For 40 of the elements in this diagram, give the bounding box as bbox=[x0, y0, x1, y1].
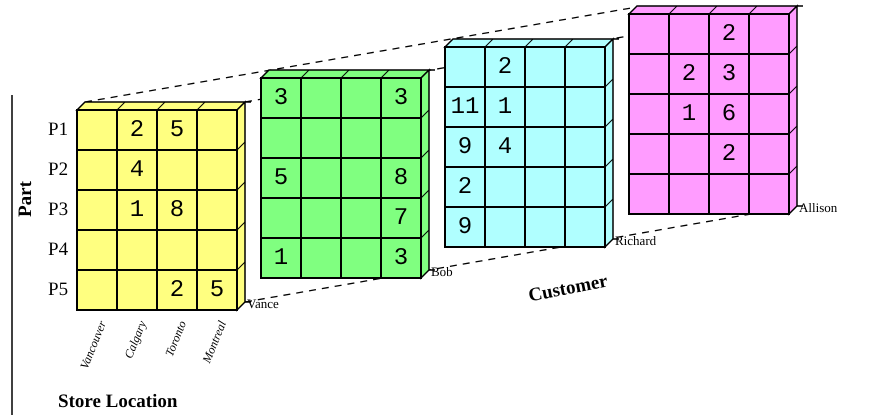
axis-title: Store Location bbox=[58, 391, 178, 413]
cell-value: 8 bbox=[392, 164, 410, 194]
cell-value: 3 bbox=[720, 60, 738, 90]
axis-title: Part bbox=[15, 180, 37, 219]
cell-value: 5 bbox=[208, 276, 226, 306]
cell-value: 9 bbox=[456, 132, 474, 162]
cell-value: 2 bbox=[456, 172, 474, 202]
slice-label: Bob bbox=[431, 264, 453, 280]
cell-value: 3 bbox=[392, 84, 410, 114]
row-label: P3 bbox=[48, 199, 68, 221]
cell-value: 3 bbox=[272, 84, 290, 114]
cell-value: 2 bbox=[680, 60, 698, 90]
slice-label: Vance bbox=[247, 296, 279, 312]
slice-label: Richard bbox=[615, 233, 656, 249]
row-label: P5 bbox=[48, 279, 68, 301]
cell-value: 7 bbox=[392, 204, 410, 234]
slice-label: Allison bbox=[799, 200, 838, 216]
cell-value: 2 bbox=[720, 140, 738, 170]
cell-value: 1 bbox=[272, 244, 290, 274]
row-label: P1 bbox=[48, 119, 68, 141]
cell-value: 2 bbox=[496, 52, 514, 82]
cell-value: 1 bbox=[496, 92, 514, 122]
cell-value: 9 bbox=[456, 212, 474, 242]
cell-value: 1 bbox=[128, 196, 146, 226]
cell-value: 3 bbox=[392, 244, 410, 274]
cell-value: 5 bbox=[272, 164, 290, 194]
row-label: P4 bbox=[48, 239, 68, 261]
axis-title: Customer bbox=[526, 270, 610, 308]
row-label: P2 bbox=[48, 159, 68, 181]
cell-value: 11 bbox=[450, 92, 480, 122]
cell-value: 8 bbox=[168, 196, 186, 226]
cell-value: 6 bbox=[720, 100, 738, 130]
cell-value: 2 bbox=[720, 20, 738, 50]
cell-value: 4 bbox=[128, 156, 146, 186]
cell-value: 1 bbox=[680, 100, 698, 130]
cell-value: 2 bbox=[168, 276, 186, 306]
cell-value: 5 bbox=[168, 116, 186, 146]
cell-value: 2 bbox=[128, 116, 146, 146]
column-label: Toronto bbox=[161, 318, 190, 360]
cell-value: 4 bbox=[496, 132, 514, 162]
